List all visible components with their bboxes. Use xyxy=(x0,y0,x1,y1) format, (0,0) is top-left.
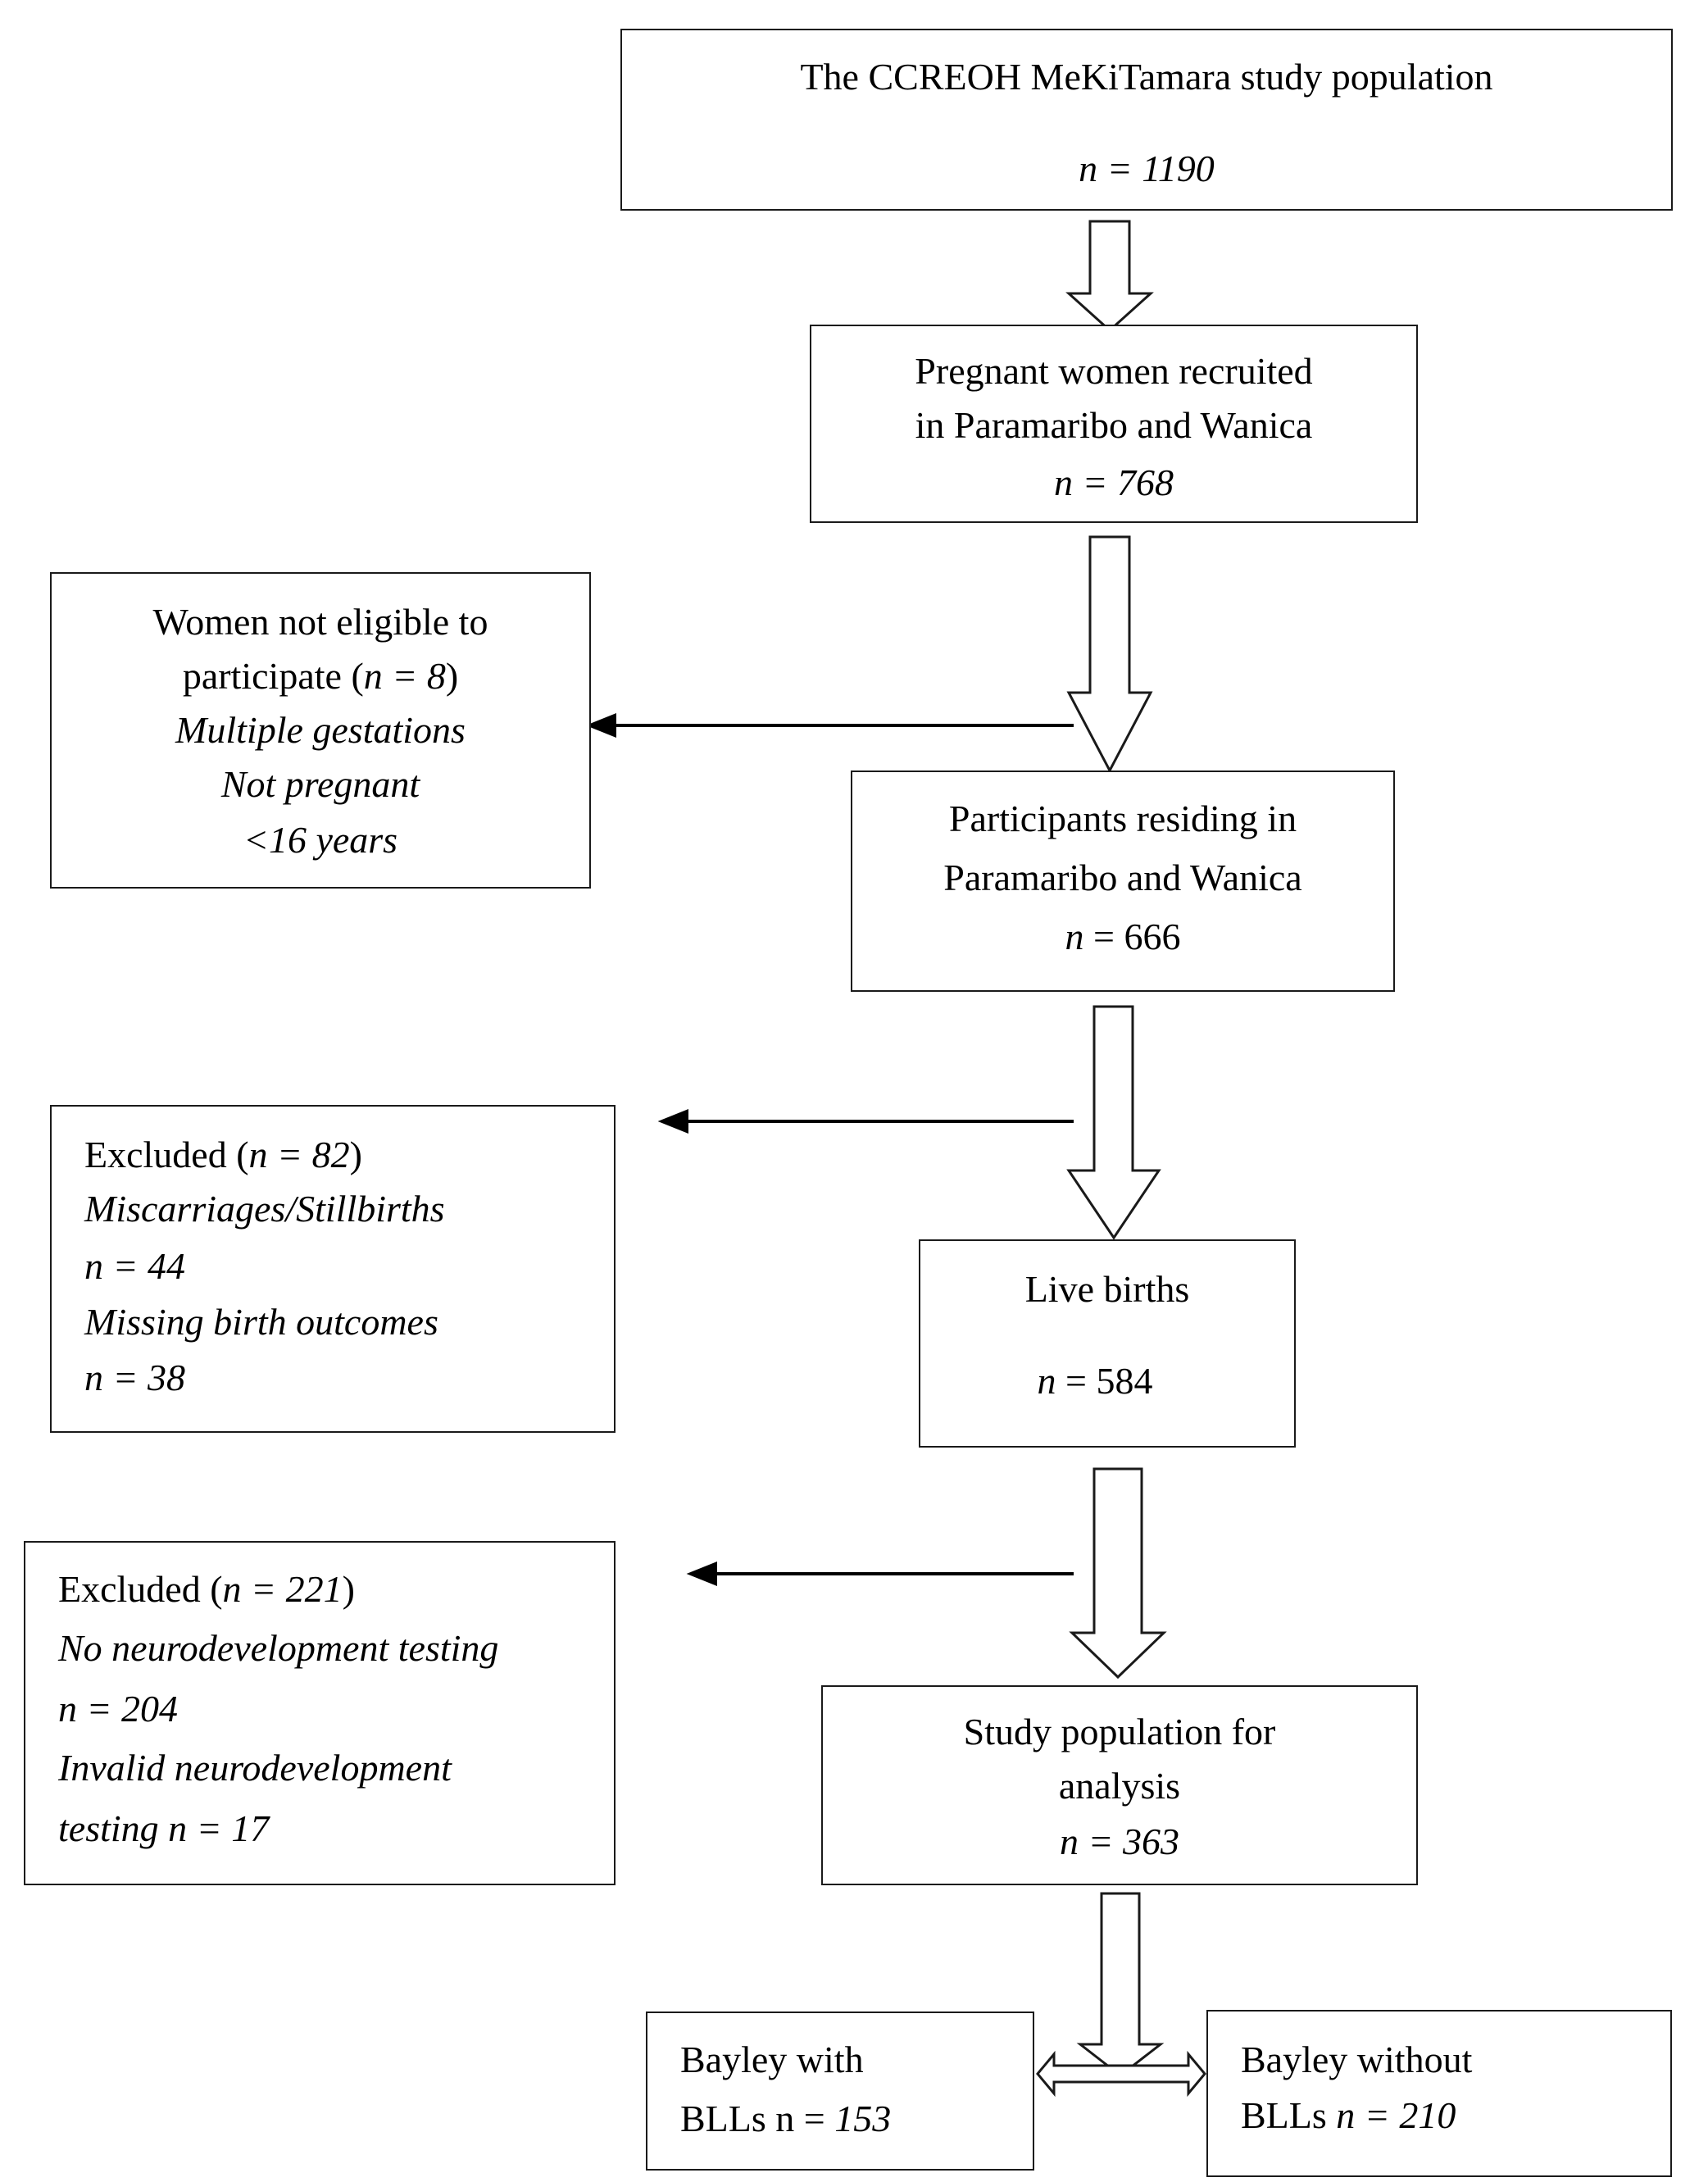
live-births-box: Live births n = 584 xyxy=(919,1239,1296,1448)
block-arrow-5 xyxy=(1076,1892,1165,2077)
analysis-box: Study population for analysis n = 363 xyxy=(821,1685,1418,1885)
study-population-box: The CCREOH MeKiTamara study population n… xyxy=(620,29,1673,211)
not-eligible-reason: Multiple gestations xyxy=(175,709,466,751)
excluded-1-heading: Excluded (n = 82) xyxy=(84,1134,362,1175)
study-population-n: n = 1190 xyxy=(1079,148,1215,189)
residing-line-2: Paramaribo and Wanica xyxy=(943,857,1302,898)
excluded-1-item: n = 44 xyxy=(84,1245,186,1287)
not-eligible-box: Women not eligible to participate (n = 8… xyxy=(50,572,591,889)
recruited-box: Pregnant women recruited in Paramaribo a… xyxy=(810,325,1418,523)
not-eligible-reason: <16 years xyxy=(243,819,398,861)
excluded-2-item: n = 204 xyxy=(58,1688,179,1730)
excluded-2-item: No neurodevelopment testing xyxy=(58,1627,499,1669)
excluded-1-item: Miscarriages/Stillbirths xyxy=(84,1188,445,1230)
bayley-without-line-1: Bayley without xyxy=(1241,2039,1473,2080)
block-arrow-3 xyxy=(1066,1005,1161,1240)
bayley-with-line-2: BLLs n = 153 xyxy=(680,2098,892,2139)
excluded-2-heading: Excluded (n = 221) xyxy=(58,1568,355,1610)
bayley-without-line-2: BLLs n = 210 xyxy=(1241,2094,1456,2136)
study-population-title: The CCREOH MeKiTamara study population xyxy=(800,56,1493,98)
analysis-line-2: analysis xyxy=(1058,1765,1181,1807)
excluded-2-item: testing n = 17 xyxy=(58,1807,270,1849)
live-births-n: n = 584 xyxy=(1037,1360,1153,1402)
not-eligible-reason: Not pregnant xyxy=(220,763,420,805)
excluded-1-item: Missing birth outcomes xyxy=(84,1301,438,1343)
excluded-miscarriages-box: Excluded (n = 82) Miscarriages/Stillbirt… xyxy=(50,1105,616,1433)
recruited-line-2: in Paramaribo and Wanica xyxy=(915,404,1313,446)
excluded-2-item: Invalid neurodevelopment xyxy=(58,1747,452,1789)
double-arrow xyxy=(1036,2050,1206,2098)
recruited-n: n = 768 xyxy=(1053,461,1174,503)
excluded-testing-box: Excluded (n = 221) No neurodevelopment t… xyxy=(24,1541,616,1885)
recruited-line-1: Pregnant women recruited xyxy=(915,350,1313,392)
not-eligible-line-2: participate (n = 8) xyxy=(182,655,459,697)
block-arrow-1 xyxy=(1065,220,1154,333)
bayley-with-line-1: Bayley with xyxy=(680,2039,864,2080)
block-arrow-4 xyxy=(1069,1467,1167,1680)
arrow-head-3 xyxy=(686,1561,717,1586)
analysis-n: n = 363 xyxy=(1059,1821,1180,1862)
residing-box: Participants residing in Paramaribo and … xyxy=(851,771,1395,992)
arrow-head-2 xyxy=(657,1109,688,1134)
block-arrow-2 xyxy=(1066,535,1153,774)
bayley-with-box: Bayley with BLLs n = 153 xyxy=(646,2012,1034,2171)
residing-line-1: Participants residing in xyxy=(948,798,1297,839)
excluded-1-item: n = 38 xyxy=(84,1357,186,1398)
residing-n: n = 666 xyxy=(1065,916,1181,957)
live-births-title: Live births xyxy=(1024,1268,1190,1310)
arrow-head-1 xyxy=(585,713,616,738)
analysis-line-1: Study population for xyxy=(963,1711,1276,1752)
not-eligible-line-1: Women not eligible to xyxy=(152,601,488,643)
bayley-without-box: Bayley without BLLs n = 210 xyxy=(1206,2010,1672,2177)
